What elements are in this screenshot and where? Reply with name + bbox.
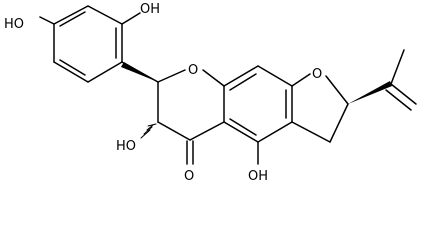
- chemical-structure-drawing: HO OH O O HO O OH: [4, 2, 417, 184]
- bond: [121, 12, 141, 25]
- pyranone-ring: [157, 69, 225, 141]
- bond: [39, 16, 55, 25]
- structure-canvas: HO OH O O HO O OH: [4, 2, 417, 184]
- bond: [257, 121, 293, 143]
- dihydroxyphenyl-ring: [39, 5, 141, 83]
- bond: [53, 5, 89, 25]
- label-oh-top-right: OH: [140, 2, 160, 17]
- bond: [325, 75, 349, 105]
- label-oh-top-left: HO: [4, 17, 24, 32]
- stereo-wedge-bond: [348, 81, 392, 104]
- label-furan-oxygen: O: [312, 67, 322, 82]
- label-oh-bottom: OH: [248, 169, 268, 184]
- bond: [390, 49, 405, 85]
- bond: [157, 69, 186, 83]
- aromatic-bond: [229, 73, 257, 91]
- stereo-hash-bond: [140, 123, 157, 139]
- dihydrofuran-ring: [291, 73, 349, 143]
- central-benzene-ring: [223, 65, 293, 143]
- double-bond: [385, 89, 412, 111]
- aromatic-bond: [59, 59, 86, 76]
- double-bond: [390, 83, 417, 105]
- label-oh-alpha: HO: [116, 139, 136, 154]
- aromatic-bond: [59, 11, 86, 27]
- aromatic-bond: [229, 118, 257, 136]
- bond: [157, 121, 191, 141]
- bond: [291, 73, 311, 87]
- bond: [202, 69, 225, 87]
- label-carbonyl-oxygen: O: [184, 169, 194, 184]
- bond: [87, 61, 123, 83]
- label-pyran-oxygen: O: [188, 63, 198, 78]
- bond: [223, 121, 259, 143]
- bond: [53, 61, 89, 83]
- bond: [189, 121, 225, 141]
- bond: [223, 65, 259, 87]
- stereo-wedge-bond: [121, 62, 158, 82]
- bond: [257, 65, 293, 87]
- bond: [329, 103, 349, 143]
- bond: [291, 121, 331, 143]
- bond: [87, 5, 123, 25]
